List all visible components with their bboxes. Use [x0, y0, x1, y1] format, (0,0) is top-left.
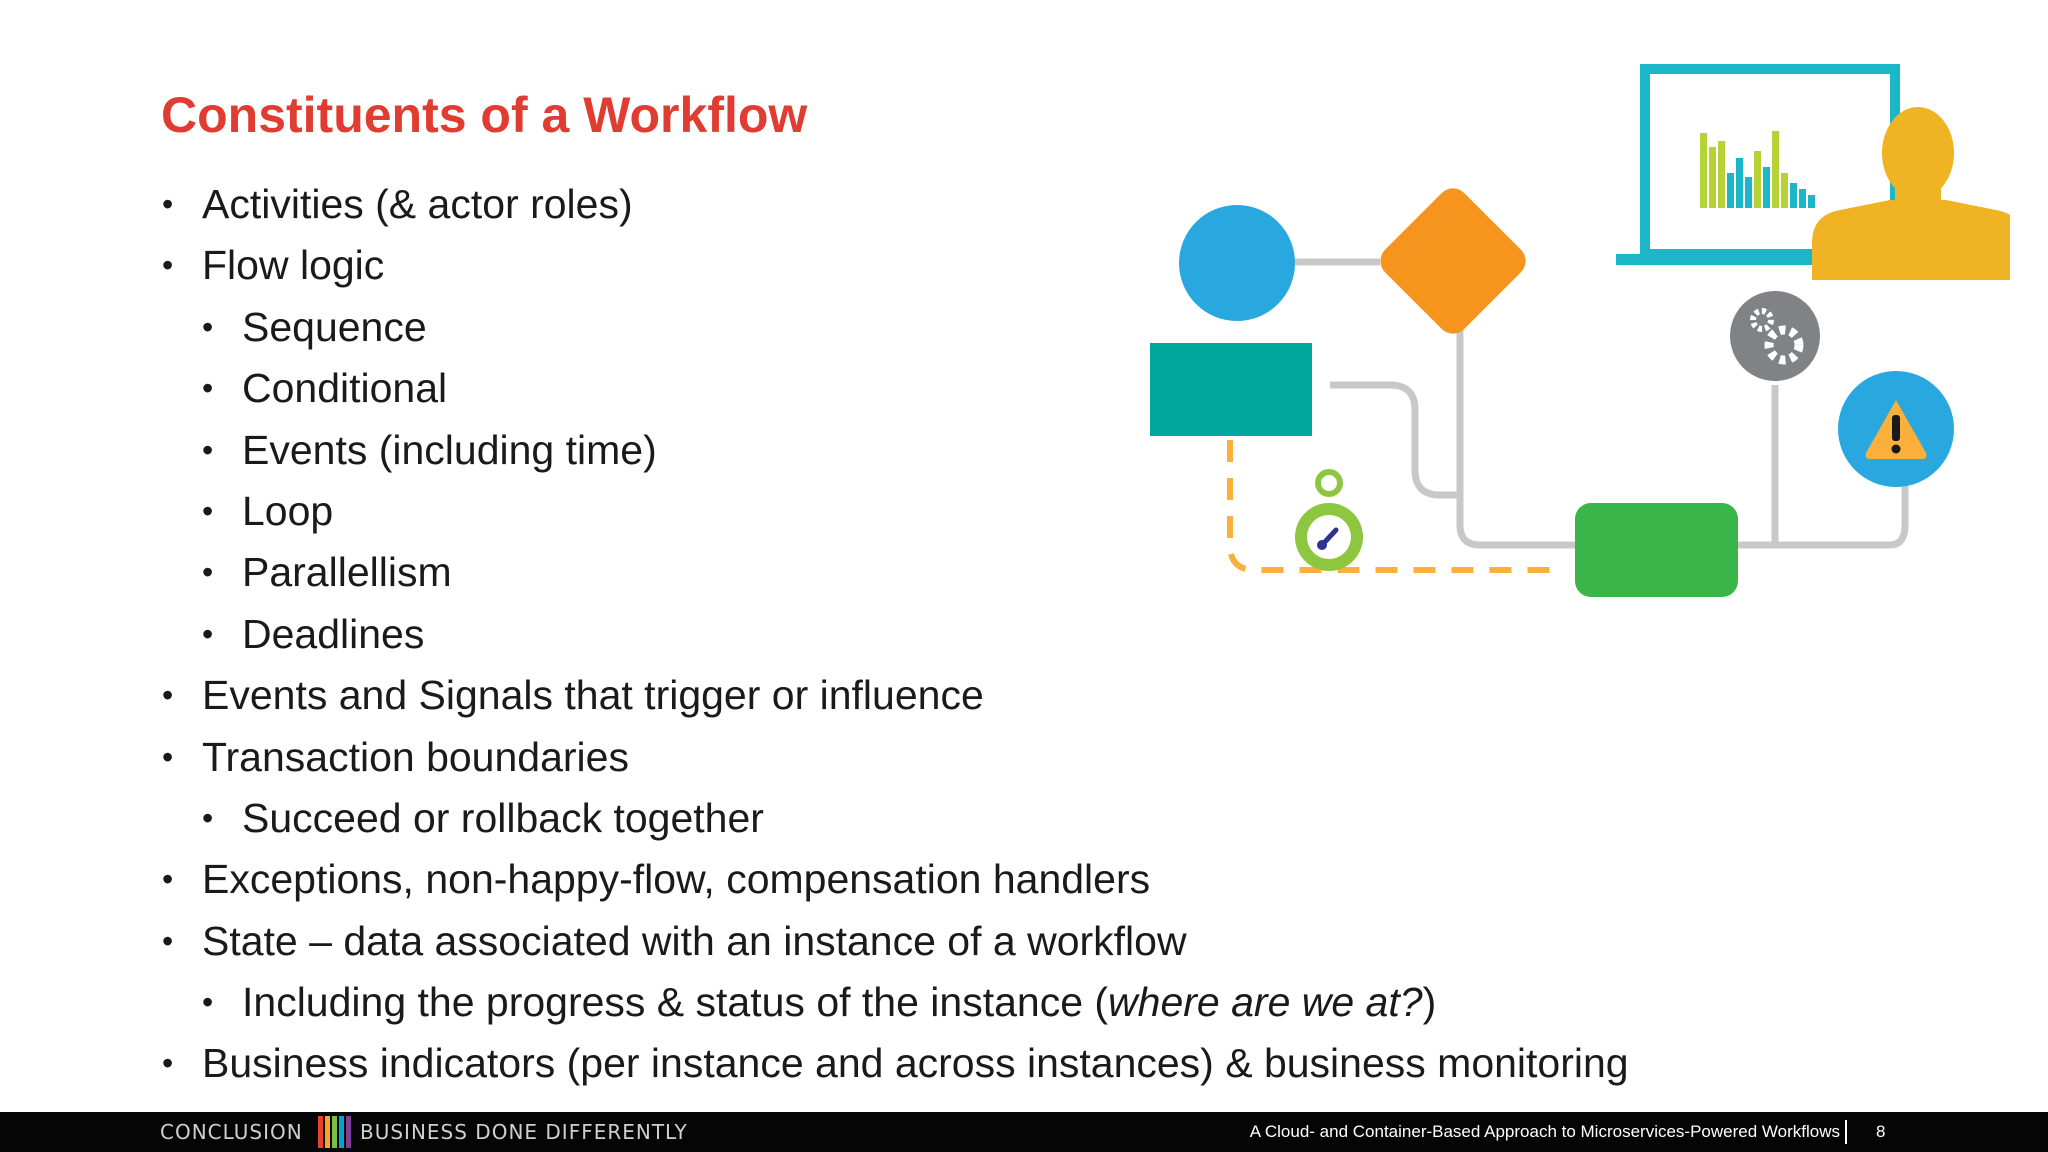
- bullet-text: Sequence: [242, 303, 427, 350]
- task-rect-green: [1575, 503, 1738, 597]
- bullet-text-suffix: ): [1422, 979, 1437, 1026]
- bullet-text: State – data associated with an instance…: [202, 917, 1187, 964]
- footer-caption: A Cloud- and Container-Based Approach to…: [1249, 1122, 1840, 1141]
- bullet-text: Transaction boundaries: [202, 733, 629, 780]
- brand-color-bar: [332, 1116, 337, 1148]
- bullet-marker: •: [202, 799, 214, 836]
- bullet-marker: •: [162, 738, 174, 775]
- bullet-item: • Including the progress & status of the …: [160, 972, 1760, 1033]
- bullet-marker: •: [202, 492, 214, 529]
- bullet-item: • Exceptions, non-happy-flow, compensatio…: [160, 849, 1760, 910]
- task-rect-teal: [1150, 343, 1312, 436]
- bullet-marker: •: [162, 861, 174, 898]
- decision-diamond: [1380, 188, 1526, 334]
- bullet-text: Flow logic: [202, 242, 385, 289]
- bullet-text: Events (including time): [242, 426, 657, 473]
- bullet-item: • Events (including time): [160, 420, 1760, 481]
- bullet-text: Deadlines: [242, 610, 425, 657]
- bullet-item: • Flow logic: [160, 235, 1760, 296]
- bullet-text: Business indicators (per instance and ac…: [202, 1040, 1629, 1087]
- bullet-list: • Activities (& actor roles) • Flow logic • S…: [160, 174, 1760, 1095]
- bullet-text: Parallellism: [242, 549, 452, 596]
- bullet-marker: •: [202, 431, 214, 468]
- brand-color-bar: [325, 1116, 330, 1148]
- brand-right-label: BUSINESS DONE DIFFERENTLY: [360, 1120, 688, 1144]
- bullet-marker: •: [162, 1045, 174, 1082]
- bullet-text: Events and Signals that trigger or influ…: [202, 672, 984, 719]
- brand-color-bar: [318, 1116, 323, 1148]
- bullet-text: Including the progress & status of the i…: [242, 979, 1109, 1026]
- bullet-text: Activities (& actor roles): [202, 181, 633, 227]
- slide-title: Constituents of a Workflow: [161, 87, 808, 143]
- workflow-illustration: [1150, 64, 2010, 597]
- connector-diamond-green: [1456, 315, 1580, 549]
- start-circle: [1179, 205, 1295, 321]
- page-number: 8: [1876, 1122, 1886, 1141]
- dashed-timer-path: [1227, 440, 1550, 573]
- bullet-item: • Sequence: [160, 297, 1760, 358]
- monitor-bar-chart: [1700, 131, 1815, 208]
- bullet-item: • Transaction boundaries: [160, 727, 1760, 788]
- bullet-marker: •: [202, 308, 214, 345]
- stopwatch-icon: [1295, 469, 1363, 571]
- bullet-marker: •: [162, 677, 174, 714]
- brand-color-bar: [346, 1116, 351, 1148]
- bullet-item: • Conditional: [160, 358, 1760, 419]
- connector-lines: [1235, 258, 1909, 549]
- connector-teal-loop: [1330, 381, 1460, 499]
- gear-icon: [1730, 291, 1820, 381]
- bullet-text: Exceptions, non-happy-flow, compensation…: [202, 856, 1151, 903]
- bullet-item: • Business indicators (per instance and a…: [160, 1033, 1760, 1094]
- brand-color-bars: [318, 1116, 351, 1148]
- bullet-item: • Loop: [160, 481, 1760, 542]
- warning-icon: [1838, 371, 1954, 487]
- bullet-text: Loop: [242, 487, 334, 534]
- bullet-item: • Activities (& actor roles): [160, 174, 1760, 235]
- bullet-item: • Succeed or rollback together: [160, 788, 1760, 849]
- bullet-marker: •: [162, 922, 174, 959]
- bullet-marker: •: [202, 615, 214, 652]
- bullet-marker: •: [162, 186, 174, 222]
- slide: Constituents of a Workflow • Activities (…: [160, 64, 2010, 1095]
- bullet-item: • Events and Signals that trigger or infl…: [160, 665, 1760, 726]
- footer-bar: CONCLUSION BUSINESS DONE DIFFERENTLY A C…: [0, 1112, 2048, 1152]
- brand-color-bar: [339, 1116, 344, 1148]
- footer-separator: [1845, 1120, 1847, 1144]
- person-icon: [1812, 107, 2010, 280]
- bullet-item: • Deadlines: [160, 604, 1760, 665]
- bullet-marker: •: [202, 984, 214, 1021]
- bullet-marker: •: [202, 554, 214, 591]
- bullet-text: Conditional: [242, 365, 448, 412]
- bullet-item: • Parallellism: [160, 542, 1760, 603]
- connector-green-warning: [1735, 475, 1909, 549]
- bullet-marker: •: [162, 247, 174, 284]
- bullet-text: Succeed or rollback together: [242, 794, 764, 841]
- bullet-marker: •: [202, 370, 214, 407]
- bullet-text-italic: where are we at?: [1108, 979, 1423, 1026]
- brand-left-label: CONCLUSION: [160, 1120, 303, 1144]
- bullet-item: • State – data associated with an instanc…: [160, 911, 1760, 972]
